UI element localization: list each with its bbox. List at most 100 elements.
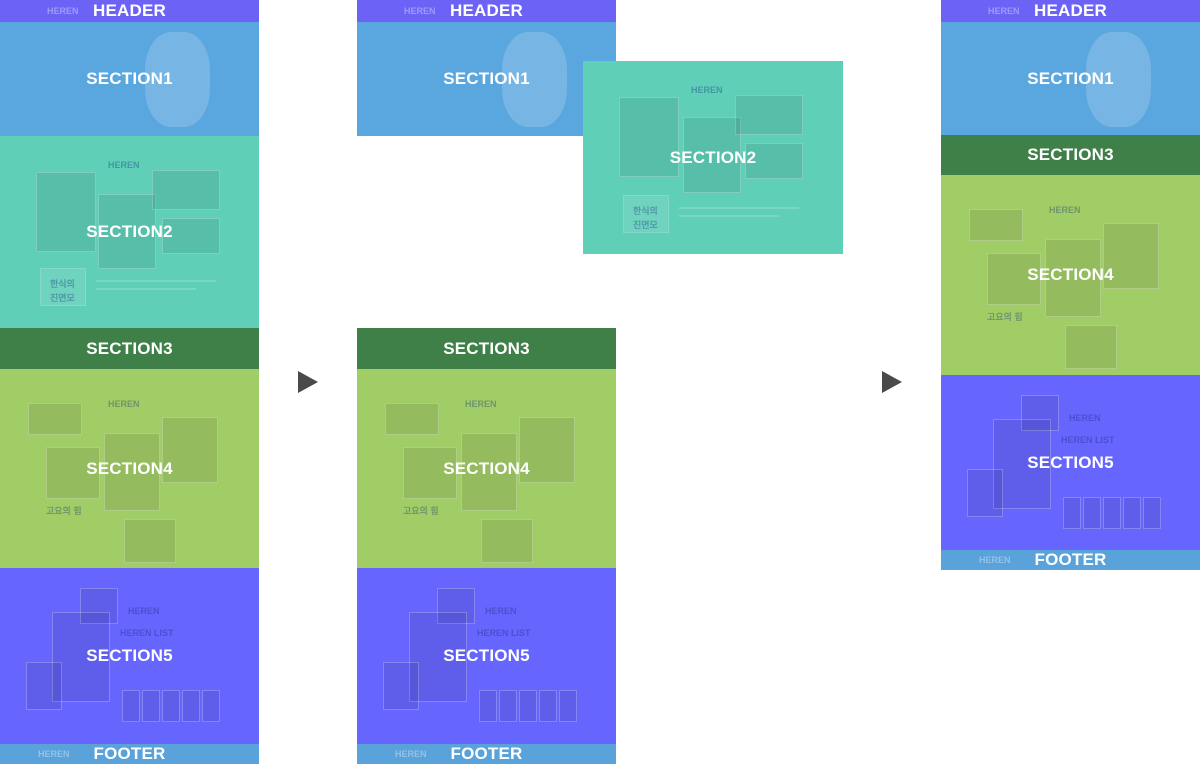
section2-text-box xyxy=(40,268,86,306)
section4-brand-ghost: HEREN xyxy=(465,399,497,409)
header-brand-ghost: HEREN xyxy=(47,6,79,16)
footer-label: FOOTER xyxy=(450,744,523,763)
section4-label: SECTION4 xyxy=(86,458,173,478)
section5-table-cell xyxy=(122,690,140,722)
section4-block: HEREN 고요의 힘 SECTION4 xyxy=(0,369,259,568)
section5-image-card xyxy=(1021,395,1059,431)
section5-image-card xyxy=(80,588,118,624)
header-block: HEREN HEADER xyxy=(0,0,259,22)
section2-image-card xyxy=(98,194,156,269)
arrow-right-icon xyxy=(298,371,318,393)
footer-block: HEREN FOOTER xyxy=(941,550,1200,570)
section5-table-cell xyxy=(539,690,557,722)
footer-brand-ghost: HEREN xyxy=(395,749,427,759)
section5-image-card xyxy=(52,612,110,702)
section5-image-card xyxy=(437,588,475,624)
section4-caption-ghost: 고요의 힘 xyxy=(987,312,1023,322)
section5-table-cell xyxy=(1123,497,1141,529)
section5-table-cell xyxy=(142,690,160,722)
section4-image-card xyxy=(28,403,82,435)
section2-image-card xyxy=(735,95,803,135)
section4-brand-ghost: HEREN xyxy=(1049,205,1081,215)
section1-hero-figure xyxy=(1086,32,1151,127)
section3-block: SECTION3 xyxy=(357,328,616,369)
section2-image-card xyxy=(683,117,741,193)
section1-label: SECTION1 xyxy=(86,69,173,88)
section5-brand-ghost: HEREN xyxy=(485,606,517,616)
header-label: HEADER xyxy=(1034,1,1107,20)
section2-text-line xyxy=(679,207,799,209)
section4-image-card xyxy=(1103,223,1159,289)
section4-label: SECTION4 xyxy=(443,458,530,478)
section5-table-cell xyxy=(519,690,537,722)
section2-brand-ghost: HEREN xyxy=(691,85,723,95)
section1-hero-figure xyxy=(502,32,567,127)
section4-block: HEREN 고요의 힘 SECTION4 xyxy=(941,175,1200,375)
section5-title-ghost: HEREN LIST xyxy=(477,628,531,638)
section2-korean-line2: 진면모 xyxy=(633,220,658,230)
footer-block: HEREN FOOTER xyxy=(0,744,259,764)
section5-table-cell xyxy=(182,690,200,722)
section2-image-card xyxy=(619,97,679,177)
section1-label: SECTION1 xyxy=(1027,68,1114,88)
section1-block: SECTION1 xyxy=(941,22,1200,135)
section4-image-card xyxy=(519,417,575,483)
section4-image-card xyxy=(987,253,1041,305)
section4-image-card xyxy=(1045,239,1101,317)
section5-image-card xyxy=(409,612,467,702)
section2-text-box xyxy=(623,195,669,233)
section5-title-ghost: HEREN LIST xyxy=(120,628,174,638)
header-block: HEREN HEADER xyxy=(941,0,1200,22)
section3-label: SECTION3 xyxy=(1027,145,1114,164)
header-label: HEADER xyxy=(450,1,523,20)
section4-image-card xyxy=(461,433,517,511)
footer-brand-ghost: HEREN xyxy=(979,555,1011,565)
section5-image-card xyxy=(383,662,419,710)
section5-title-ghost: HEREN LIST xyxy=(1061,435,1115,445)
section4-label: SECTION4 xyxy=(1027,265,1114,284)
section4-image-card xyxy=(162,417,218,483)
footer-brand-ghost: HEREN xyxy=(38,749,70,759)
section5-image-card xyxy=(26,662,62,710)
section4-image-card xyxy=(1065,325,1117,369)
section5-table-cell xyxy=(202,690,220,722)
header-label: HEADER xyxy=(93,1,166,20)
section2-text-line xyxy=(96,288,196,290)
section2-image-card xyxy=(162,218,220,254)
section2-label: SECTION2 xyxy=(86,222,173,241)
section4-image-card xyxy=(969,209,1023,241)
section2-floating-block: HEREN 한식의 진면모 SECTION2 xyxy=(583,61,843,254)
section5-label: SECTION5 xyxy=(443,646,530,665)
section5-table-cell xyxy=(1103,497,1121,529)
section1-block: SECTION1 xyxy=(0,22,259,136)
section5-image-card xyxy=(993,419,1051,509)
footer-label: FOOTER xyxy=(1034,550,1107,569)
section5-table-cell xyxy=(162,690,180,722)
section1-block: SECTION1 xyxy=(357,22,616,136)
section5-image-card xyxy=(967,469,1003,517)
section2-block: HEREN 한식의 진면모 SECTION2 xyxy=(0,136,259,328)
section4-caption-ghost: 고요의 힘 xyxy=(46,506,82,516)
section4-image-card xyxy=(124,519,176,563)
section4-image-card xyxy=(104,433,160,511)
section2-text-line xyxy=(96,280,216,282)
section3-block: SECTION3 xyxy=(0,328,259,369)
section4-brand-ghost: HEREN xyxy=(108,399,140,409)
header-brand-ghost: HEREN xyxy=(988,6,1020,16)
section5-label: SECTION5 xyxy=(1027,452,1114,472)
footer-label: FOOTER xyxy=(93,744,166,763)
section5-brand-ghost: HEREN xyxy=(128,606,160,616)
section5-block: HEREN HEREN LIST SECTION5 xyxy=(941,375,1200,550)
section5-block: HEREN HEREN LIST SECTION5 xyxy=(0,568,259,744)
section3-label: SECTION3 xyxy=(86,338,173,358)
section4-image-card xyxy=(481,519,533,563)
section5-table-cell xyxy=(1063,497,1081,529)
section5-table-cell xyxy=(1083,497,1101,529)
header-block: HEREN HEADER xyxy=(357,0,616,22)
section2-korean-line1: 한식의 xyxy=(50,279,75,289)
section4-block: HEREN 고요의 힘 SECTION4 xyxy=(357,369,616,568)
section4-image-card xyxy=(385,403,439,435)
section2-text-line xyxy=(679,215,779,217)
footer-block: HEREN FOOTER xyxy=(357,744,616,764)
section5-block: HEREN HEREN LIST SECTION5 xyxy=(357,568,616,744)
